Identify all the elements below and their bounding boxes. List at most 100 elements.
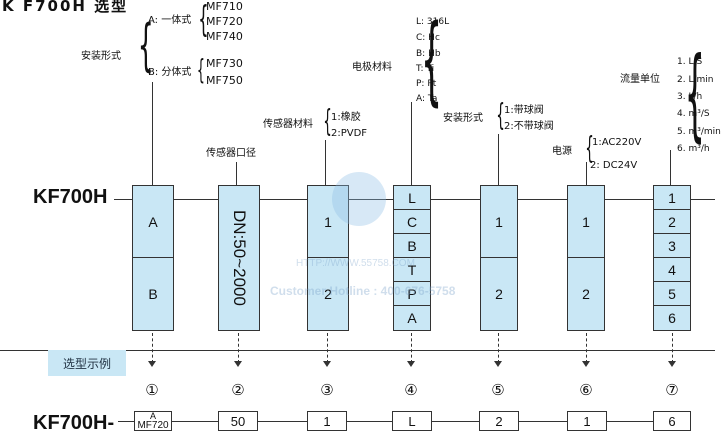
column-electrode-material: L C B T P A xyxy=(393,185,431,331)
electrode-material-label: 电极材料 xyxy=(352,62,392,73)
flow-unit-option-1: 1. L/S xyxy=(677,57,703,67)
electrode-option-c: C: Hc xyxy=(416,33,440,43)
circled-number-2: ② xyxy=(231,381,245,399)
install-form-brace: { xyxy=(137,13,154,78)
dash-7 xyxy=(672,333,673,363)
column-3-cell-1: 1 xyxy=(308,186,348,258)
circled-number-3: ③ xyxy=(320,381,334,399)
column-flow-unit: 1 2 3 4 5 6 xyxy=(653,185,691,331)
flow-unit-option-3: 3. L/h xyxy=(677,92,703,102)
dash-4 xyxy=(411,333,412,363)
arrow-1 xyxy=(148,361,156,367)
column-4-cell-t: T xyxy=(394,258,430,282)
column-7-cell-3: 3 xyxy=(654,234,690,258)
example-box-install-form-2: 2 xyxy=(479,411,519,431)
flow-unit-option-6: 6. m³/h xyxy=(677,144,710,154)
install-form-2-brace: { xyxy=(496,98,505,133)
sensor-material-option-1: 1:橡胶 xyxy=(331,112,361,123)
column-7-cell-2: 2 xyxy=(654,210,690,234)
circled-number-6: ⑥ xyxy=(579,381,593,399)
arrow-6 xyxy=(582,361,590,367)
example-box-caliber: 50 xyxy=(218,411,258,431)
column-5-cell-2: 2 xyxy=(495,286,503,302)
example-box-1-bottom: MF720 xyxy=(137,420,169,431)
connector-7 xyxy=(670,150,671,185)
example-label: 选型示例 xyxy=(48,350,126,376)
connector-2 xyxy=(236,162,237,185)
column-sensor-material: 1 2 xyxy=(307,185,349,331)
arrow-4 xyxy=(407,361,415,367)
arrow-2 xyxy=(234,361,242,367)
circled-number-1: ① xyxy=(145,381,159,399)
dash-1 xyxy=(152,333,153,363)
install-form-label: 安装形式 xyxy=(81,51,121,62)
column-4-cell-l: L xyxy=(394,186,430,210)
column-3-cell-2: 2 xyxy=(324,286,332,302)
column-7-cell-1: 1 xyxy=(654,186,690,210)
model-b-2: MF750 xyxy=(206,74,243,87)
flow-unit-label: 流量单位 xyxy=(620,74,660,85)
model-a-1: MF710 xyxy=(206,0,243,13)
circled-number-4: ④ xyxy=(404,381,418,399)
column-6-cell-1: 1 xyxy=(568,186,604,258)
connector-1 xyxy=(152,82,153,185)
sensor-material-label: 传感器材料 xyxy=(263,119,313,130)
power-option-1: 1:AC220V xyxy=(592,137,642,148)
page-title: K F700H 选型 xyxy=(2,0,129,15)
models-a-brace: { xyxy=(198,0,209,40)
install-form-2-option-1: 1:带球阀 xyxy=(504,105,544,116)
dash-5 xyxy=(498,333,499,363)
example-box-electrode: L xyxy=(392,411,432,431)
electrode-option-p: P: Pt xyxy=(416,79,437,89)
connector-6 xyxy=(586,162,587,185)
example-model-label: KF700H- xyxy=(33,412,115,434)
sensor-material-option-2: 2:PVDF xyxy=(331,128,368,139)
install-form-option-b: B: 分体式 xyxy=(148,67,192,78)
column-install-form: A B xyxy=(132,185,174,331)
arrow-3 xyxy=(323,361,331,367)
flow-unit-option-2: 2. L/min xyxy=(677,75,714,85)
flow-unit-option-5: 5. m³/min xyxy=(677,127,721,137)
connector-4 xyxy=(411,102,412,185)
column-2-cell: DN:50~2000 xyxy=(219,186,259,330)
example-box-sensor-material: 1 xyxy=(307,411,347,431)
column-4-cell-c: C xyxy=(394,210,430,234)
electrode-option-a: A: Ta xyxy=(416,94,438,104)
column-1-cell-b: B xyxy=(148,286,158,302)
circled-number-7: ⑦ xyxy=(665,381,679,399)
column-4-cell-a: A xyxy=(407,310,417,326)
circled-number-5: ⑤ xyxy=(491,381,505,399)
example-separator xyxy=(0,350,715,351)
dash-2 xyxy=(238,333,239,363)
column-4-cell-b: B xyxy=(394,234,430,258)
example-box-power: 1 xyxy=(567,411,607,431)
power-label: 电源 xyxy=(552,146,572,157)
arrow-5 xyxy=(494,361,502,367)
example-box-flow-unit: 6 xyxy=(653,411,691,431)
flow-unit-brace: { xyxy=(684,35,705,152)
model-b-1: MF730 xyxy=(206,57,243,70)
connector-5 xyxy=(498,134,499,185)
power-option-2: 2: DC24V xyxy=(590,160,638,171)
column-4-cell-p: P xyxy=(394,282,430,306)
models-b-brace: { xyxy=(196,53,205,86)
install-form-2-label: 安装形式 xyxy=(443,113,483,124)
install-form-option-a: A: 一体式 xyxy=(148,15,192,26)
example-box-1-top: A xyxy=(149,411,156,421)
column-7-cell-6: 6 xyxy=(668,310,676,326)
column-1-cell-a: A xyxy=(133,186,173,258)
column-5-cell-1: 1 xyxy=(481,186,517,258)
dash-6 xyxy=(586,333,587,363)
electrode-option-b: B: Hb xyxy=(416,49,441,59)
example-box-install-form: A MF720 xyxy=(134,411,172,431)
install-form-2-option-2: 2:不带球阀 xyxy=(504,121,554,132)
column-7-cell-4: 4 xyxy=(654,258,690,282)
model-a-2: MF720 xyxy=(206,15,243,28)
watermark-logo xyxy=(332,172,386,226)
caliber-range: DN:50~2000 xyxy=(230,210,249,306)
column-install-form-2: 1 2 xyxy=(480,185,518,331)
column-7-cell-5: 5 xyxy=(654,282,690,306)
column-6-cell-2: 2 xyxy=(582,286,590,302)
power-brace: { xyxy=(585,131,594,166)
dash-3 xyxy=(327,333,328,363)
